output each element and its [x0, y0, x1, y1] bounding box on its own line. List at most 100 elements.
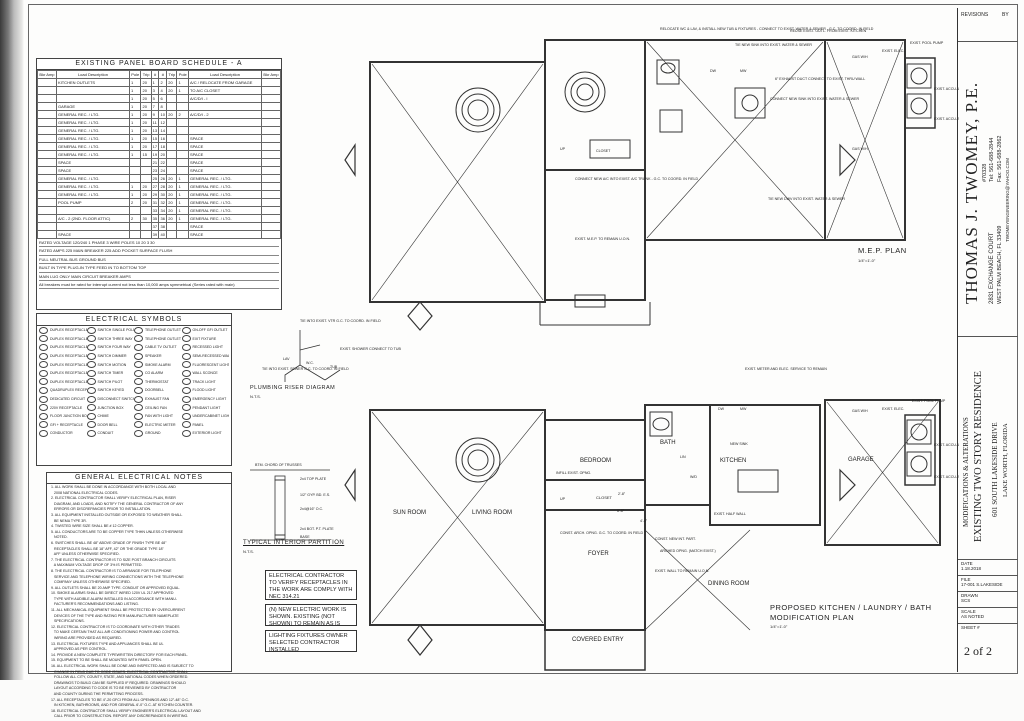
- symbol-item: DUPLEX RECEPTACLE GFI: [39, 343, 87, 352]
- prop-dim-3: 6'-6": [617, 509, 625, 513]
- symbol-item: EXTERIOR LIGHT: [181, 429, 230, 438]
- mep-label-8: EXIST. M.E.P. TO REMAIN U.O.N.: [575, 237, 630, 241]
- symbol-item: ON-OFF GFI OUTLET: [181, 326, 230, 335]
- symbol-item: DUPLEX RECEPTACLE WEATHERPROOF: [39, 360, 87, 369]
- symbol-label: CONDUIT: [97, 431, 114, 436]
- partition-label-3: 1/2" GYP. BD. E.S.: [300, 493, 330, 497]
- symbol-icon: [134, 361, 143, 369]
- symbol-icon: [181, 343, 191, 351]
- symbol-icon: [181, 361, 191, 369]
- symbol-item: CHIME: [86, 412, 135, 421]
- table-cell: [260, 230, 282, 239]
- engineer-fax: Fax: 561-688-2862: [997, 135, 1003, 182]
- plumbing-riser: [284, 330, 341, 382]
- symbol-item: QUADRUPLEX RECEPTACLE: [39, 386, 87, 395]
- symbol-label: DUPLEX RECEPTACLE FLOOR: [50, 371, 87, 376]
- ec-note-box: ELECTRICAL CONTRACTOR TO VERIFY RECEPTAC…: [265, 570, 357, 600]
- partition-scale: N.T.S.: [243, 549, 254, 554]
- scale-label: SCALE: [961, 609, 976, 614]
- room-dining-room: DINING ROOM: [708, 581, 749, 587]
- plumbing-riser-scale: N.T.S.: [250, 394, 261, 399]
- symbol-icon: [181, 421, 191, 429]
- symbol-item: CONDUIT: [86, 429, 135, 438]
- note-line: 6. SWITCHES SHALL BE 48" ABOVE GRADE OF …: [51, 540, 167, 545]
- symbol-label: DISCONNECT SWITCH: [97, 397, 135, 402]
- note-line: BE NEMA TYPE 3R.: [51, 518, 87, 523]
- sheet-border: [28, 4, 1018, 674]
- symbol-icon: [39, 429, 48, 437]
- riser-wc: W.C.: [306, 361, 314, 365]
- symbol-label: PANEL: [192, 422, 204, 427]
- prop-label-2: CONST. ARCH. OPNG. G.C. TO COORD. IN FIE…: [560, 531, 644, 535]
- symbol-label: SWITCH SINGLE POLE: [97, 328, 135, 333]
- symbol-item: DOOR BELL: [86, 421, 135, 430]
- date-value: 1.18.2018: [961, 566, 982, 571]
- symbol-item: SWITCH KEYED: [86, 386, 135, 395]
- note-line: 5. ALL CONDUCTORS ARE TO BE COPPER TYPE …: [51, 529, 184, 534]
- symbol-label: SWITCH DIMMER: [97, 354, 127, 359]
- symbol-item: FLOOR JUNCTION BOX: [39, 412, 87, 421]
- note-line: RECEPTACLES SHALL BE 18" AFF, 42" OR THE…: [51, 546, 164, 551]
- note-line: CALL PRIOR TO CONSTRUCTION. REPORT ANY D…: [51, 714, 189, 719]
- symbol-item: FLUORESCENT LIGHT: [181, 360, 229, 369]
- symbol-item: SPEAKER: [134, 352, 182, 361]
- symbol-item: THERMOSTAT: [134, 378, 182, 387]
- symbol-label: SWITCH TIMER: [97, 371, 124, 376]
- symbol-label: DUPLEX RECEPTACLE AFCI: [50, 354, 87, 359]
- table-cell: SPACE: [55, 230, 130, 239]
- title-block: REVISIONS BY THOMAS J. TWOMEY, P.E. #703…: [957, 8, 1018, 672]
- prop-label-1: INFILL EXIST. OPNG.: [556, 471, 591, 475]
- room-garage: GARAGE: [848, 457, 874, 463]
- riser-lav: LAV: [283, 357, 290, 361]
- symbol-item: SWITCH THREE WAY: [86, 335, 135, 344]
- drawn-label: DRAWN: [961, 593, 978, 598]
- note-line: AFF UNLESS OTHERWISE SPECIFIED.: [51, 552, 120, 557]
- symbol-label: SWITCH MOTION: [97, 362, 127, 367]
- symbol-item: SWITCH TIMER: [86, 369, 135, 378]
- proposed-plan-scale: 1/4"=1'-0": [770, 624, 788, 629]
- mep-elec: EXIST. ELEC.: [882, 49, 904, 53]
- symbol-icon: [181, 378, 191, 386]
- plumbing-riser-title: PLUMBING RISER DIAGRAM: [250, 385, 336, 391]
- symbol-label: DUPLEX RECEPTACLE GFI: [50, 345, 87, 350]
- symbol-label: CO ALARM: [145, 371, 164, 376]
- prop-dim-2: 4'-4": [640, 519, 648, 523]
- symbol-label: EMERGENCY LIGHT: [192, 397, 227, 402]
- note-line: 14. PROVIDE A NEW COMPLETE TYPEWRITTEN D…: [51, 652, 189, 657]
- table-cell: [166, 230, 178, 239]
- symbol-icon: [181, 352, 191, 360]
- symbol-label: CONDUCTOR: [50, 431, 73, 436]
- mep-label-6: CONNECT NEW A/C INTO EXIST. A/C TRUNK - …: [575, 177, 698, 181]
- mep-accu-2: EXIST. ACCU-2: [934, 117, 959, 121]
- symbol-icon: [134, 326, 143, 334]
- symbol-icon: [181, 335, 191, 343]
- prop-dw: DW: [718, 407, 725, 411]
- symbol-label: DOOR BELL: [97, 422, 118, 427]
- riser-tub: TUB: [330, 365, 338, 369]
- mep-up: UP: [560, 147, 566, 151]
- symbol-item: ELECTRIC METER: [134, 421, 182, 430]
- symbol-icon: [39, 421, 48, 429]
- partition-label-2: 2x4 TOP PLATE: [300, 477, 327, 481]
- symbol-item: EMERGENCY LIGHT: [181, 395, 230, 404]
- symbol-label: TELEPHONE OUTLET WALL: [145, 336, 182, 341]
- partition-label-4: 2x4@16" O.C.: [300, 507, 323, 511]
- symbol-label: DOORBELL: [145, 388, 165, 393]
- symbol-item: DUPLEX RECEPTACLE FLOOR: [39, 369, 87, 378]
- sheet-label: SHEET #: [961, 625, 980, 630]
- panel-footer-line: FULL NEUTRAL BUS GROUND BUS: [39, 256, 279, 265]
- note-line: COMPANY UNLESS OTHERWISE SPECIFIED.: [51, 580, 131, 585]
- symbol-icon: [134, 412, 143, 420]
- symbol-item: DISCONNECT SWITCH: [86, 395, 135, 404]
- symbol-icon: [134, 369, 143, 377]
- engineer-cell: THOMAS J. TWOMEY, P.E. #70328 2831 EXCHA…: [958, 42, 1018, 337]
- note-line: SPECIFICATIONS.: [51, 619, 85, 624]
- symbol-label: SWITCH THREE WAY: [97, 336, 133, 341]
- note-line: 2008 NATIONAL ELECTRICAL CODES.: [51, 490, 119, 495]
- engineer-email: TWOMEYENGINEERING@YAHOO.COM: [1005, 158, 1010, 242]
- mep-accu-1: EXIST. ACCU-1: [934, 87, 959, 91]
- riser-label-2: EXIST. SHOWER CONNECT TO TUB: [340, 347, 401, 351]
- symbol-item: FAN WITH LIGHT: [134, 412, 182, 421]
